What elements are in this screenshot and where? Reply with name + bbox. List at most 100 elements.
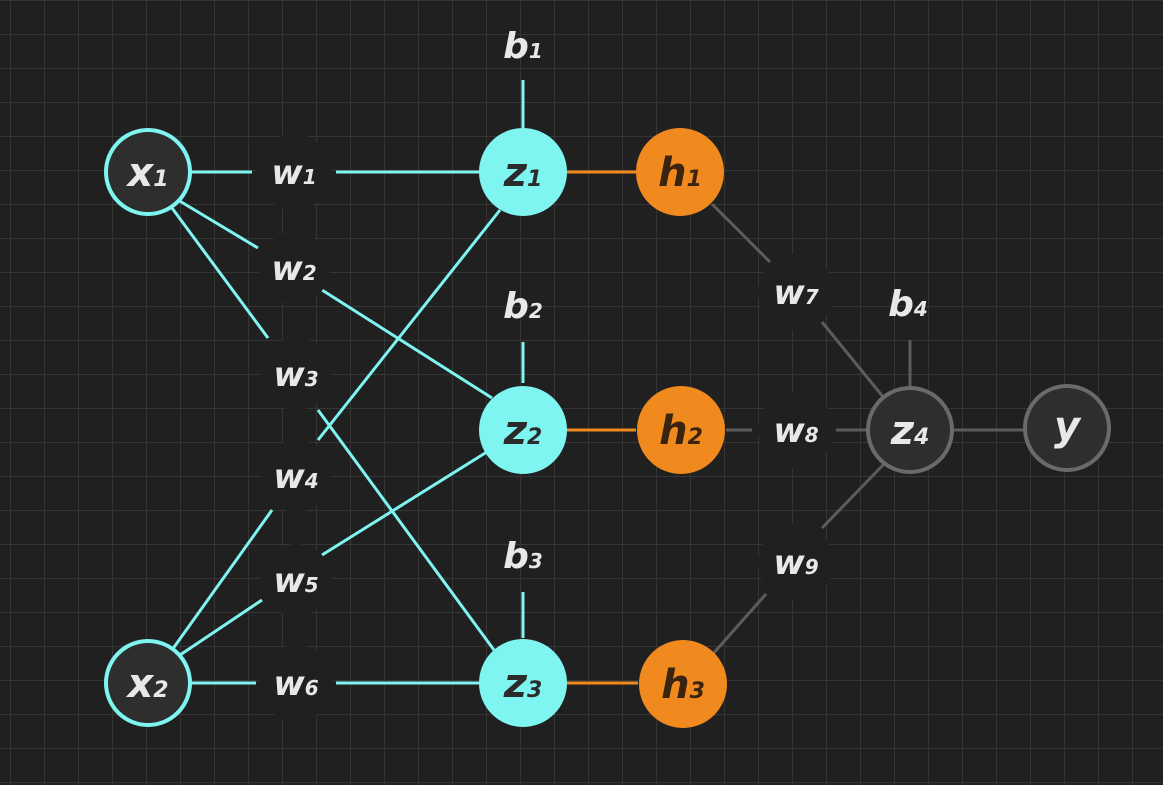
b1-base: b xyxy=(503,26,529,67)
b3-base: b xyxy=(503,536,529,577)
z3-sub: 3 xyxy=(527,678,542,703)
weight-w2: w2 xyxy=(258,232,330,304)
edge-w5-z2 xyxy=(321,448,491,557)
edge-h1-w7 xyxy=(710,202,772,264)
z2-sub: 2 xyxy=(527,425,542,450)
w7-sub: 7 xyxy=(805,285,819,309)
hidden-node-z1: z1 xyxy=(479,128,567,216)
output-node-z4: z4 xyxy=(866,386,954,474)
w5-sub: 5 xyxy=(305,573,319,597)
edge-w4-z1 xyxy=(316,209,502,441)
svg-text:w3: w3 xyxy=(273,355,318,395)
weight-w7: w7 xyxy=(758,254,834,330)
svg-text:w2: w2 xyxy=(271,249,316,289)
weight-w5: w5 xyxy=(260,544,332,616)
svg-text:w5: w5 xyxy=(273,561,318,601)
input-edges xyxy=(170,80,525,685)
svg-text:w8: w8 xyxy=(773,411,818,451)
activation-edges xyxy=(566,170,638,685)
w4-base: w xyxy=(273,457,305,497)
w7-base: w xyxy=(773,273,805,313)
svg-text:y: y xyxy=(1054,404,1082,450)
edge-h3-w9 xyxy=(710,593,768,656)
w5-base: w xyxy=(273,561,305,601)
b1-sub: 1 xyxy=(529,39,543,63)
z1-base: z xyxy=(503,150,528,196)
edge-x1-w3 xyxy=(170,207,270,339)
svg-text:w4: w4 xyxy=(273,457,318,497)
output-node-y: y xyxy=(1023,384,1111,472)
svg-text:b1: b1 xyxy=(503,26,543,67)
w2-base: w xyxy=(271,249,303,289)
svg-text:x1: x1 xyxy=(125,150,168,196)
z1-sub: 1 xyxy=(527,167,542,192)
edge-w7-z4 xyxy=(820,321,886,399)
edge-x2-w5 xyxy=(179,598,263,657)
svg-text:w6: w6 xyxy=(273,664,318,704)
activation-node-h1: h1 xyxy=(636,128,724,216)
input-node-x2: x2 xyxy=(104,639,192,727)
z4-sub: 4 xyxy=(913,425,929,450)
input-node-x1: x1 xyxy=(104,128,192,216)
y-label: y xyxy=(1054,404,1082,450)
w1-base: w xyxy=(271,153,303,193)
w4-sub: 4 xyxy=(304,469,319,493)
edge-w2-z2 xyxy=(321,288,493,400)
svg-text:w9: w9 xyxy=(773,543,818,583)
w8-sub: 8 xyxy=(805,423,819,447)
svg-text:b2: b2 xyxy=(503,286,543,327)
h1-base: h xyxy=(658,150,686,196)
svg-text:z3: z3 xyxy=(503,661,543,707)
svg-text:w1: w1 xyxy=(271,153,316,193)
edge-x1-w2 xyxy=(177,198,259,250)
w1-sub: 1 xyxy=(303,165,317,189)
edge-w3-z3 xyxy=(316,409,496,651)
b2-sub: 2 xyxy=(529,299,543,323)
activation-node-h3: h3 xyxy=(639,640,727,728)
w6-base: w xyxy=(273,664,305,704)
output-edges xyxy=(710,202,1024,656)
svg-text:z2: z2 xyxy=(503,408,543,454)
weight-w9: w9 xyxy=(758,524,834,600)
weight-w1: w1 xyxy=(256,134,332,210)
svg-text:h3: h3 xyxy=(661,662,705,708)
w6-sub: 6 xyxy=(305,676,319,700)
edge-w9-z4 xyxy=(820,462,886,530)
svg-text:w7: w7 xyxy=(773,273,818,313)
h2-sub: 2 xyxy=(688,425,703,450)
w9-sub: 9 xyxy=(805,555,819,579)
h1-sub: 1 xyxy=(687,167,702,192)
hidden-node-z3: z3 xyxy=(479,639,567,727)
svg-text:h1: h1 xyxy=(658,150,702,196)
bias-b4: b4 xyxy=(888,284,928,325)
x1-sub: 1 xyxy=(153,167,168,192)
w2-sub: 2 xyxy=(303,261,317,285)
bias-b3: b3 xyxy=(503,536,543,577)
bias-b1: b1 xyxy=(503,26,543,67)
weight-w6: w6 xyxy=(258,645,334,721)
z2-base: z xyxy=(503,408,528,454)
hidden-node-z2: z2 xyxy=(479,386,567,474)
h3-base: h xyxy=(661,662,689,708)
svg-text:h2: h2 xyxy=(659,408,703,454)
h3-sub: 3 xyxy=(690,679,705,704)
z3-base: z xyxy=(503,661,528,707)
weight-w3: w3 xyxy=(260,338,332,410)
bias-b2: b2 xyxy=(503,286,543,327)
w3-sub: 3 xyxy=(305,367,319,391)
weight-w4: w4 xyxy=(260,440,332,512)
svg-text:x2: x2 xyxy=(125,661,168,707)
svg-text:b3: b3 xyxy=(503,536,543,577)
z4-base: z xyxy=(890,408,915,454)
w9-base: w xyxy=(773,543,805,583)
h2-base: h xyxy=(659,408,687,454)
b4-sub: 4 xyxy=(913,297,928,321)
b2-base: b xyxy=(503,286,529,327)
w3-base: w xyxy=(273,355,305,395)
svg-text:b4: b4 xyxy=(888,284,928,325)
activation-node-h2: h2 xyxy=(637,386,725,474)
weight-w8: w8 xyxy=(758,392,834,468)
b3-sub: 3 xyxy=(529,549,543,573)
x2-base: x xyxy=(125,661,154,707)
